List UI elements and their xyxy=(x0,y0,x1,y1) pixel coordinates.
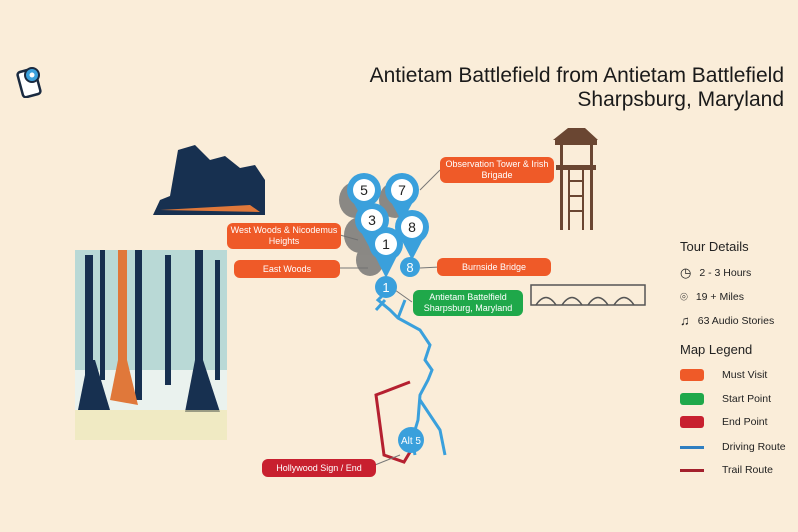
legend-heading: Map Legend xyxy=(680,342,753,357)
legend-start-point: Start Point xyxy=(680,393,771,405)
logo-icon xyxy=(16,64,46,103)
duration-text: 2 - 3 Hours xyxy=(699,267,752,279)
svg-text:1: 1 xyxy=(382,236,390,252)
pin-1: 1 xyxy=(369,227,403,278)
forest-illustration xyxy=(75,250,227,440)
label-east-woods[interactable]: East Woods xyxy=(234,260,340,278)
legend-end-point: End Point xyxy=(680,416,768,428)
location-pin-icon: ⌾ xyxy=(680,289,688,304)
label-observation-tower[interactable]: Observation Tower & Irish Brigade xyxy=(440,157,554,183)
rock-formation-illustration xyxy=(153,145,265,215)
trail-route-swatch xyxy=(680,468,704,472)
tour-details-heading: Tour Details xyxy=(680,239,749,254)
label-burnside-bridge[interactable]: Burnside Bridge xyxy=(437,258,551,276)
legend-label: Must Visit xyxy=(722,369,768,381)
stories-row: ♫ 63 Audio Stories xyxy=(680,313,774,328)
label-start-point[interactable]: Antietam Battelfield Sharpsburg, Marylan… xyxy=(413,290,523,316)
clock-icon: ◷ xyxy=(680,265,692,280)
label-west-woods[interactable]: West Woods & Nicodemus Heights xyxy=(227,223,341,249)
must-visit-swatch xyxy=(680,369,704,381)
svg-text:1: 1 xyxy=(382,280,389,295)
legend-trail-route: Trail Route xyxy=(680,464,773,476)
svg-text:Alt 5: Alt 5 xyxy=(401,436,421,447)
marker-1-start: 1 xyxy=(375,276,397,298)
legend-driving-route: Driving Route xyxy=(680,441,786,453)
svg-text:8: 8 xyxy=(406,260,413,275)
legend-label: Trail Route xyxy=(722,464,773,476)
bridge-illustration xyxy=(530,284,646,306)
svg-text:8: 8 xyxy=(408,219,416,235)
distance-row: ⌾ 19 + Miles xyxy=(680,289,744,305)
start-point-swatch xyxy=(680,393,704,405)
marker-8: 8 xyxy=(400,257,420,277)
pin-7: 7 xyxy=(385,173,419,222)
marker-alt-5: Alt 5 xyxy=(398,427,424,453)
earbuds-icon: ♫ xyxy=(680,313,690,328)
end-point-swatch xyxy=(680,416,704,428)
title-line-2: Sharpsburg, Maryland xyxy=(577,88,784,111)
driving-route xyxy=(374,288,447,456)
duration-row: ◷ 2 - 3 Hours xyxy=(680,265,751,281)
stories-text: 63 Audio Stories xyxy=(697,314,775,327)
label-end-point[interactable]: Hollywood Sign / End xyxy=(262,459,376,477)
observation-tower-illustration xyxy=(553,128,598,230)
legend-must-visit: Must Visit xyxy=(680,369,767,381)
driving-route-swatch xyxy=(680,445,704,449)
page-title: Antietam Battlefield from Antietam Battl… xyxy=(370,64,784,112)
title-line-1: Antietam Battlefield from Antietam Battl… xyxy=(369,64,784,87)
legend-label: Start Point xyxy=(722,393,772,405)
legend-label: Driving Route xyxy=(722,441,786,453)
pin-8: 8 xyxy=(395,210,429,260)
distance-text: 19 + Miles xyxy=(695,291,744,303)
svg-text:5: 5 xyxy=(360,182,368,198)
svg-text:3: 3 xyxy=(368,212,376,228)
svg-text:7: 7 xyxy=(398,182,406,198)
legend-label: End Point xyxy=(722,416,768,428)
trail-route xyxy=(374,380,412,464)
